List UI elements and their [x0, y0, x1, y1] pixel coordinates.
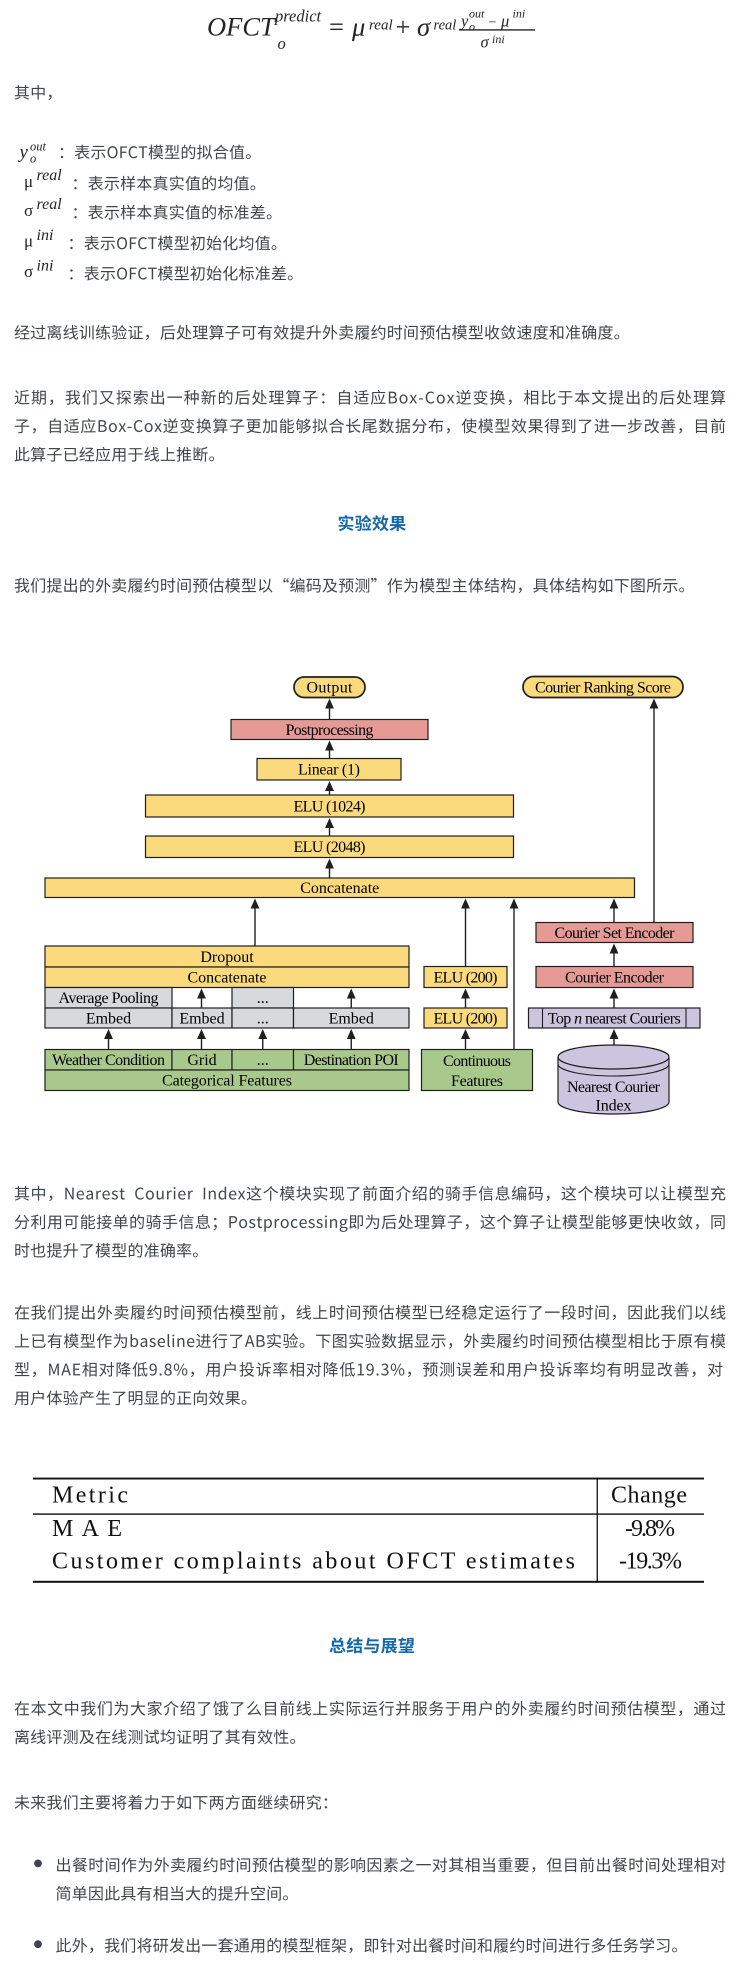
- svg-text:Courier Set Encoder: Courier Set Encoder: [555, 925, 676, 942]
- svg-text:Change: Change: [611, 1483, 687, 1509]
- svg-text:Linear (1): Linear (1): [298, 762, 360, 779]
- svg-text:Dropout: Dropout: [200, 949, 254, 966]
- svg-text:out: out: [469, 7, 485, 21]
- svg-text:Categorical Features: Categorical Features: [162, 1073, 292, 1090]
- svg-text:μ: μ: [24, 172, 33, 191]
- svg-text:ini: ini: [37, 257, 54, 274]
- svg-text:real: real: [369, 18, 393, 34]
- svg-text:...: ...: [257, 1010, 269, 1027]
- svg-text:Continuous: Continuous: [443, 1053, 511, 1070]
- svg-text:predict: predict: [274, 7, 322, 26]
- svg-text:μ: μ: [500, 11, 509, 30]
- svg-text:-9.8%: -9.8%: [625, 1516, 675, 1542]
- svg-text:Destination POI: Destination POI: [304, 1052, 399, 1069]
- svg-text:−: −: [489, 15, 497, 30]
- svg-text:+: +: [396, 12, 411, 42]
- svg-text:σ: σ: [417, 12, 431, 42]
- svg-text:σ: σ: [481, 32, 490, 51]
- svg-text:real: real: [434, 18, 457, 34]
- svg-text:...: ...: [257, 990, 269, 1007]
- svg-text:...: ...: [257, 1052, 269, 1069]
- svg-text:out: out: [30, 140, 47, 154]
- svg-text:ELU (200): ELU (200): [434, 1010, 498, 1027]
- svg-text:Grid: Grid: [187, 1052, 216, 1069]
- svg-text:Concatenate: Concatenate: [300, 880, 379, 897]
- svg-text:Output: Output: [307, 680, 354, 697]
- svg-text:ELU (1024): ELU (1024): [294, 799, 366, 816]
- svg-text:Features: Features: [451, 1073, 503, 1090]
- svg-text:y: y: [18, 142, 29, 163]
- svg-text:μ: μ: [24, 232, 33, 251]
- svg-text:ELU (200): ELU (200): [434, 970, 498, 987]
- svg-text:σ: σ: [24, 262, 33, 281]
- svg-text:μ: μ: [351, 12, 365, 42]
- svg-text:Courier Ranking Score: Courier Ranking Score: [535, 679, 671, 696]
- svg-text:Metric: Metric: [52, 1483, 128, 1509]
- svg-text:o: o: [30, 152, 36, 166]
- svg-text:Top n nearest Couriers: Top n nearest Couriers: [548, 1010, 681, 1027]
- svg-text:Index: Index: [596, 1098, 632, 1115]
- svg-text:Embed: Embed: [179, 1010, 224, 1027]
- svg-text:o: o: [278, 34, 286, 53]
- svg-text:ELU (2048): ELU (2048): [294, 839, 366, 856]
- svg-text:MAE: MAE: [52, 1516, 122, 1542]
- svg-text:ini: ini: [492, 32, 505, 46]
- svg-text:Customer complaints about OFCT: Customer complaints about OFCT estimates: [52, 1549, 575, 1575]
- svg-text:Courier Encoder: Courier Encoder: [565, 970, 665, 987]
- svg-text:ini: ini: [513, 7, 526, 21]
- svg-text:real: real: [37, 167, 63, 184]
- svg-text:OFCT: OFCT: [207, 12, 277, 42]
- svg-text:Embed: Embed: [86, 1010, 131, 1027]
- svg-text:real: real: [37, 196, 63, 213]
- svg-text:=: =: [329, 12, 344, 42]
- svg-text:y: y: [459, 11, 469, 30]
- svg-text:Concatenate: Concatenate: [187, 970, 266, 987]
- svg-text:Postprocessing: Postprocessing: [286, 722, 374, 739]
- svg-text:ini: ini: [37, 227, 54, 244]
- svg-text:σ: σ: [24, 201, 33, 220]
- svg-text:o: o: [469, 19, 475, 33]
- svg-text:-19.3%: -19.3%: [619, 1549, 682, 1575]
- svg-text:Nearest Courier: Nearest Courier: [567, 1079, 661, 1096]
- svg-text:Average Pooling: Average Pooling: [59, 990, 159, 1007]
- svg-text:Embed: Embed: [329, 1010, 374, 1027]
- svg-text:Weather Condition: Weather Condition: [52, 1052, 165, 1069]
